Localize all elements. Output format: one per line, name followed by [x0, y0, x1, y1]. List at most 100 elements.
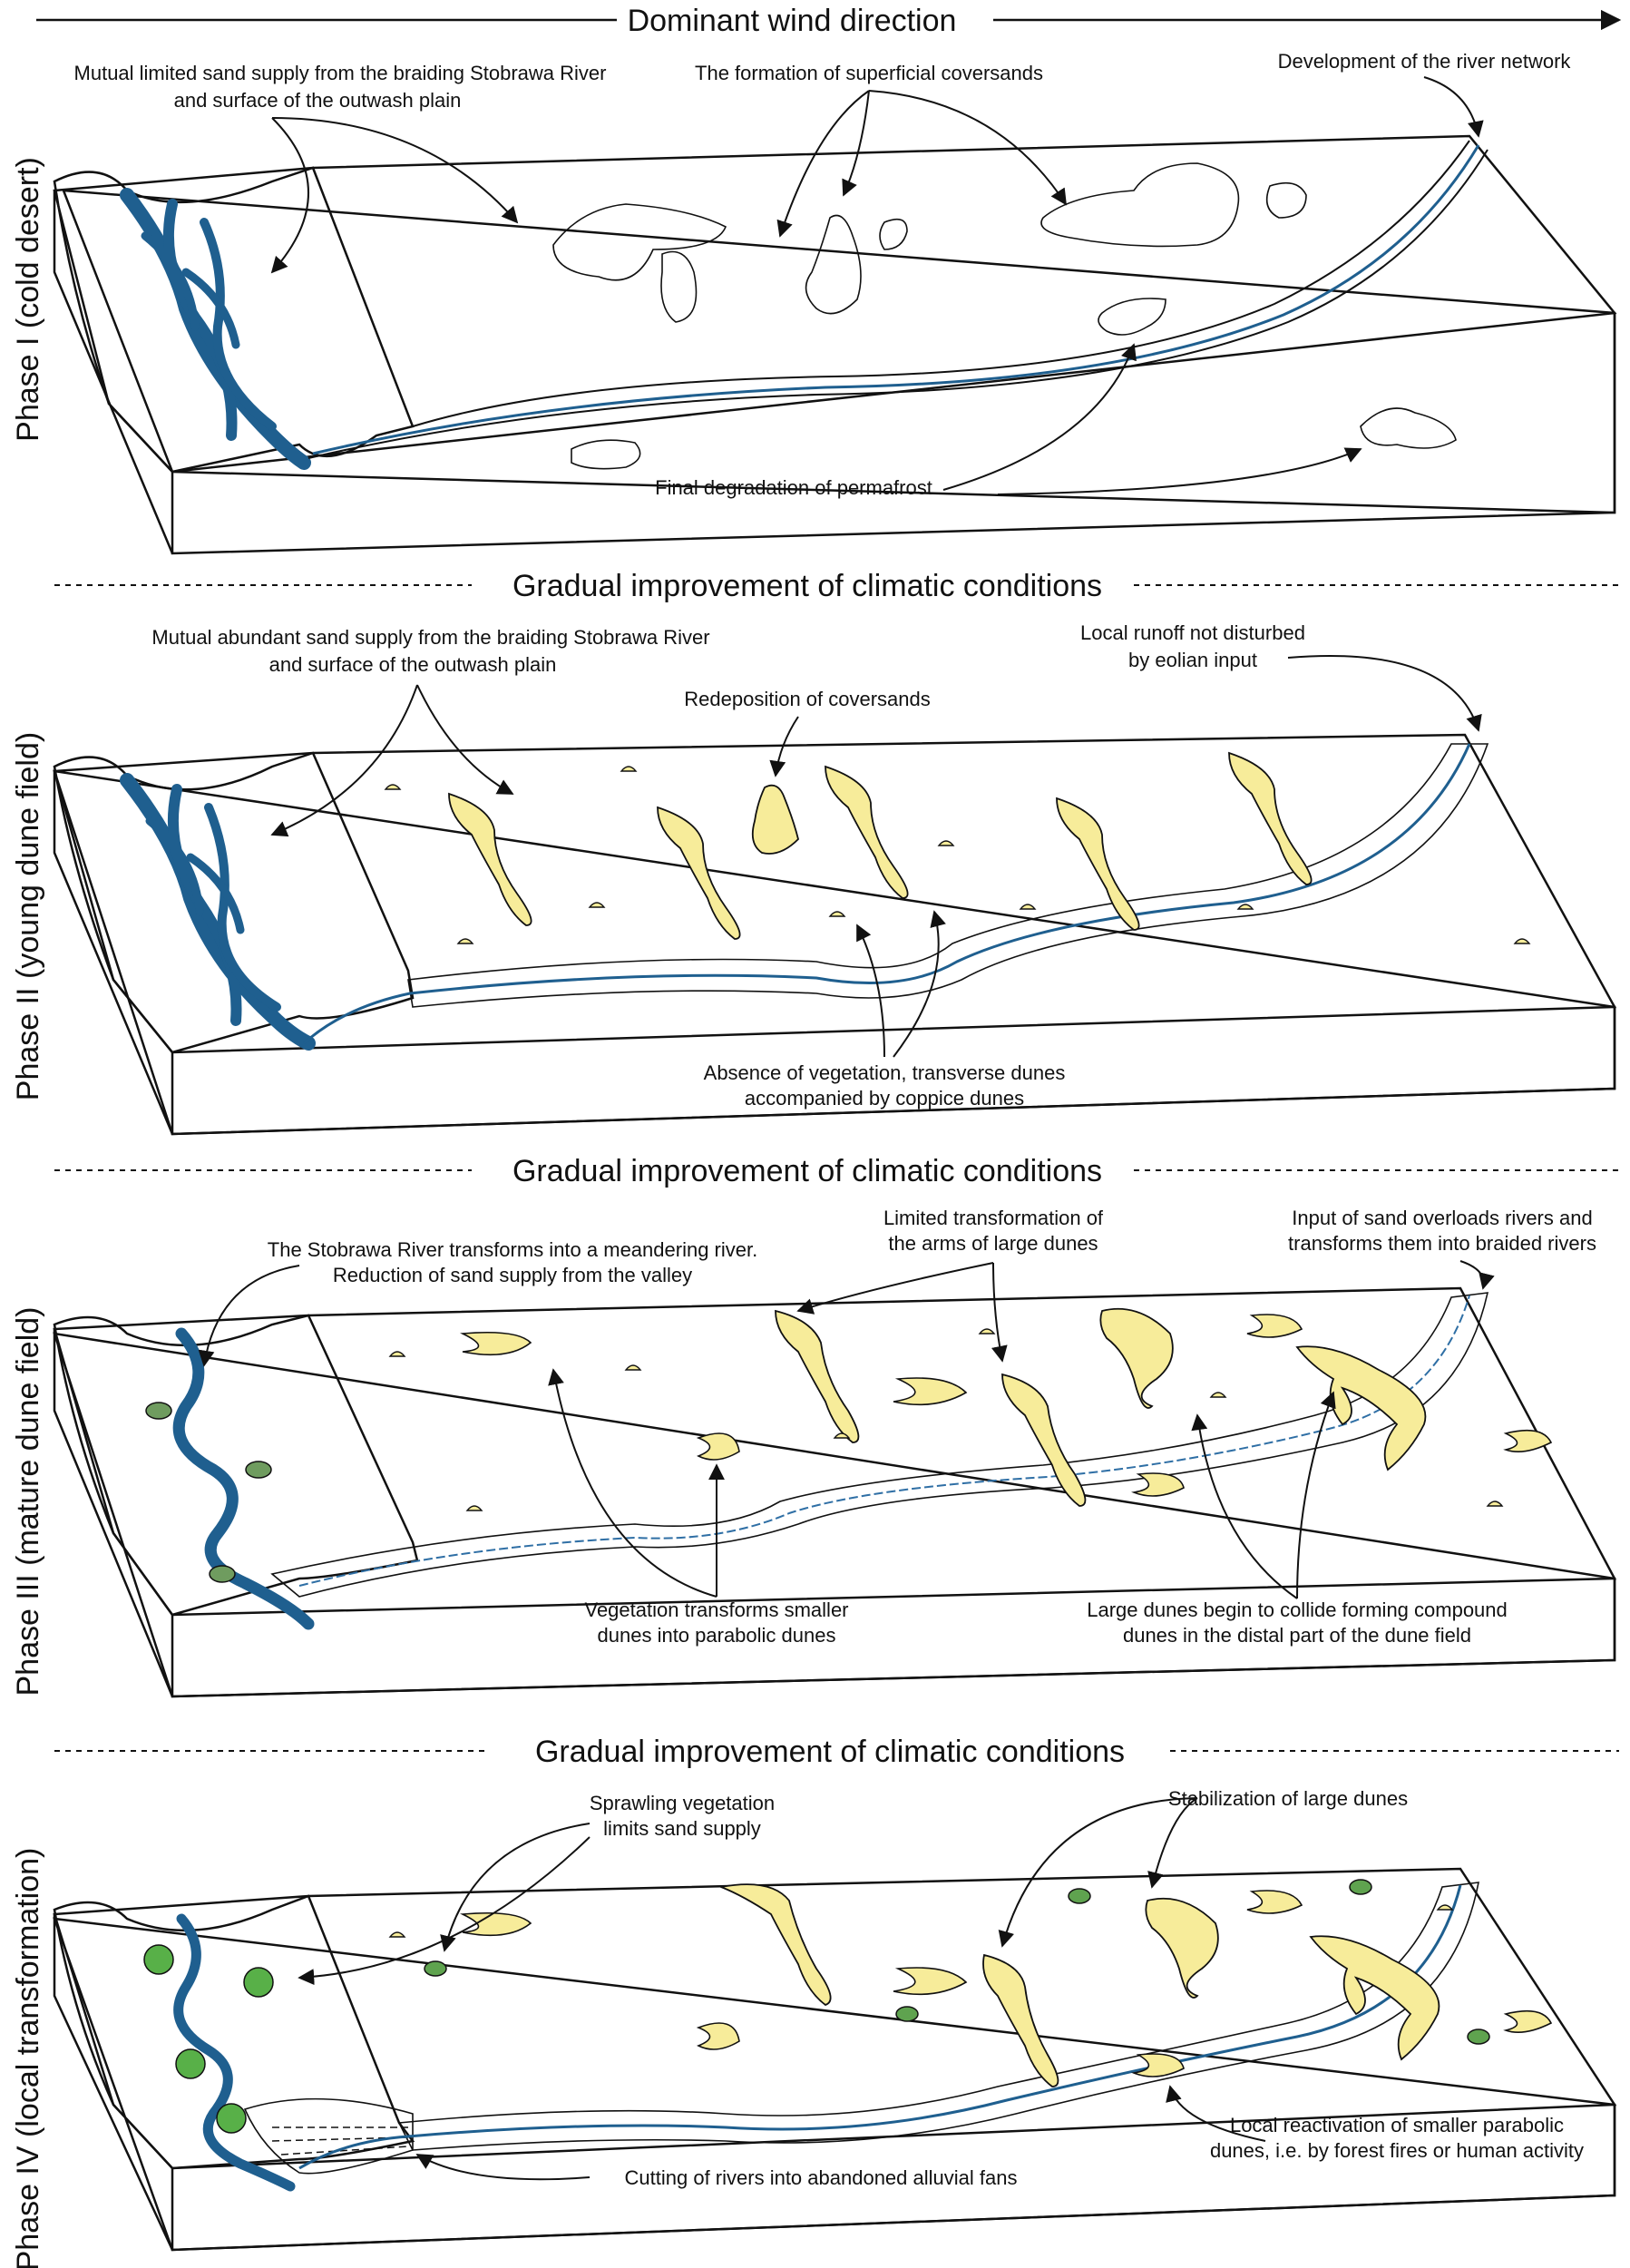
reactivated-parabolic-dune — [696, 2022, 740, 2050]
phase-1-label-permafrost: Final degradation of permafrost — [655, 476, 932, 499]
coppice-dune — [1486, 1501, 1504, 1507]
coppice-dune — [1209, 1392, 1227, 1398]
shrub-icon — [209, 1565, 236, 1583]
climate-divider-3: Gradual improvement of climatic conditio… — [54, 1735, 1619, 1769]
phase-4-shrubs — [424, 1879, 1490, 2045]
phase-4-label-vegetation: limits sand supply — [603, 1817, 761, 1840]
coppice-dune — [384, 784, 402, 790]
phase-3-label-parabolic: Vegetation transforms smaller — [584, 1598, 848, 1621]
phase-4-valley-trees — [143, 1944, 274, 2134]
coversand-patch — [1040, 162, 1240, 248]
phase-2-label-local-runoff: Local runoff not disturbed — [1080, 621, 1305, 644]
coppice-dune — [828, 911, 846, 917]
parabolic-dune — [1131, 1472, 1185, 1497]
phase-3-parabolic-dunes — [460, 1314, 1553, 1497]
phase-2-stream-channel — [407, 743, 1489, 1008]
stabilized-compound-dune — [1145, 1897, 1219, 1999]
phase-3-label-compound: dunes in the distal part of the dune fie… — [1123, 1624, 1471, 1647]
shrub-icon — [245, 1461, 272, 1479]
phase-3-label-sand-overload: transforms them into braided rivers — [1288, 1232, 1596, 1255]
phase-3-meandering-river — [172, 1327, 315, 1630]
parabolic-dune — [893, 1377, 968, 1406]
shrub-icon — [424, 1960, 447, 1977]
wind-direction-label: Dominant wind direction — [628, 4, 957, 38]
phase-3-label-meandering: Reduction of sand supply from the valley — [333, 1264, 692, 1286]
tree-icon — [216, 2103, 247, 2134]
coppice-dune — [388, 1931, 406, 1938]
thaw-lake — [571, 439, 641, 470]
phase-2-label-sand-supply: and surface of the outwash plain — [269, 653, 557, 676]
stabilized-large-dune — [717, 1883, 832, 2007]
transverse-dunes — [448, 751, 1313, 940]
shrub-icon — [1068, 1888, 1091, 1904]
phase-2-label-sand-supply: Mutual abundant sand supply from the bra… — [151, 626, 709, 649]
phase-1-label-sand-supply: and surface of the outwash plain — [174, 89, 462, 112]
climate-divider-1-label: Gradual improvement of climatic conditio… — [512, 569, 1102, 603]
parabolic-dune — [460, 1331, 532, 1356]
phase-3-label-compound: Large dunes begin to collide forming com… — [1087, 1598, 1508, 1621]
climate-divider-3-label: Gradual improvement of climatic conditio… — [535, 1735, 1125, 1769]
coppice-dunes — [384, 766, 1531, 944]
coppice-dune — [833, 1432, 851, 1439]
parabolic-dune — [1503, 2009, 1553, 2033]
parabolic-dune — [460, 1911, 532, 1937]
shrub-icon — [1467, 2028, 1490, 2045]
phase-4-block: Sprawling vegetation limits sand supply … — [11, 1787, 1617, 2268]
tree-icon — [175, 2048, 206, 2079]
phase-3-coppice-dunes — [388, 1328, 1504, 1511]
coppice-dune — [937, 840, 955, 846]
phase-2-label-absence-vegetation: Absence of vegetation, transverse dunes — [704, 1061, 1066, 1084]
thaw-lake — [660, 250, 698, 323]
climate-divider-2-label: Gradual improvement of climatic conditio… — [512, 1154, 1102, 1188]
large-dune — [775, 1309, 860, 1443]
transverse-dune — [825, 765, 909, 899]
shrub-icon — [895, 2006, 919, 2022]
phase-3-label-parabolic: dunes into parabolic dunes — [598, 1624, 836, 1647]
phase-4-coppice-dunes — [388, 1904, 1454, 1938]
shrub-icon — [1349, 1879, 1372, 1895]
coversand-patch — [552, 203, 727, 281]
tree-icon — [243, 1967, 274, 1998]
shrub-icon — [145, 1402, 172, 1420]
parabolic-dune — [893, 1967, 968, 1996]
phase-3-label-sand-overload: Input of sand overloads rivers and — [1292, 1207, 1592, 1229]
phase-1-label-river-network: Development of the river network — [1278, 50, 1572, 73]
phase-4-valley — [53, 1894, 415, 2170]
coppice-dune — [388, 1351, 406, 1357]
phase-4-parabolic-dunes — [460, 1890, 1553, 2077]
phase-4-title: Phase IV (local transformation) — [11, 1848, 45, 2268]
coppice-dune — [1436, 1904, 1454, 1911]
thaw-lake — [1098, 298, 1166, 336]
reactivated-parabolic-dune — [1131, 2053, 1185, 2077]
tree-icon — [143, 1944, 174, 1975]
phase-3-label-meandering: The Stobrawa River transforms into a mea… — [268, 1238, 757, 1261]
phase-1-label-sand-supply: Mutual limited sand supply from the brai… — [74, 62, 607, 84]
phase-1-braided-river — [120, 188, 311, 470]
phase-3-braided-channel — [270, 1292, 1489, 1598]
coppice-dune — [1236, 904, 1254, 910]
coppice-dune — [978, 1328, 996, 1334]
transverse-dune — [1056, 797, 1140, 931]
stabilized-compound-dune — [1309, 1935, 1440, 2061]
abandoned-alluvial-fan — [243, 2097, 414, 2175]
stabilized-large-dune — [982, 1953, 1059, 2087]
phase-3-title: Phase III (mature dune field) — [11, 1306, 45, 1696]
parabolic-dune — [1503, 1429, 1553, 1452]
phase-3-valley — [53, 1314, 419, 1617]
coppice-dune — [1019, 904, 1037, 910]
phase-4-label-vegetation: Sprawling vegetation — [590, 1792, 775, 1814]
coppice-dune — [624, 1364, 642, 1371]
phase-4-label-reactivation: dunes, i.e. by forest fires or human act… — [1210, 2139, 1584, 2162]
phase-4-label-alluvial-fans: Cutting of rivers into abandoned alluvia… — [625, 2166, 1018, 2189]
coppice-dune — [465, 1505, 483, 1511]
phase-1-title: Phase I (cold desert) — [11, 157, 45, 442]
transverse-dune — [1228, 751, 1313, 885]
coppice-dune — [620, 766, 638, 772]
large-dune — [1001, 1373, 1087, 1507]
phase-3-label-limited-transformation: Limited transformation of — [883, 1207, 1104, 1229]
coppice-dune — [1513, 938, 1531, 944]
redeposited-coversand — [751, 784, 799, 855]
climate-divider-1: Gradual improvement of climatic conditio… — [54, 569, 1619, 603]
phase-3-label-limited-transformation: the arms of large dunes — [888, 1232, 1098, 1255]
transverse-dune — [657, 806, 741, 940]
